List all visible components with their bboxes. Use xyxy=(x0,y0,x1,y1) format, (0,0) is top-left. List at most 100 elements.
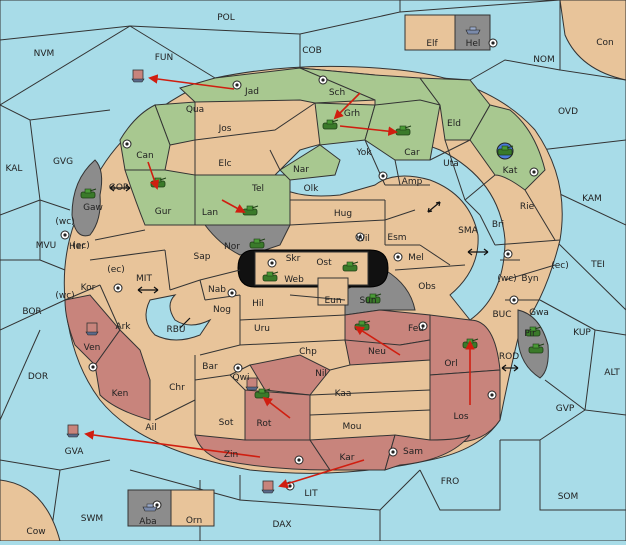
label-qua: Qua xyxy=(186,105,204,115)
label-gur: Gur xyxy=(155,207,172,217)
label-fro: FRO xyxy=(441,477,460,487)
label-rod: ROD xyxy=(499,352,519,362)
label-ark: Ark xyxy=(115,322,131,332)
label-coast-ec3: (ec) xyxy=(551,261,569,271)
label-nab: Nab xyxy=(208,285,226,295)
units xyxy=(66,26,545,512)
province-rot[interactable] xyxy=(244,389,311,441)
label-orn: Orn xyxy=(186,516,202,526)
movement-arrows-double xyxy=(109,184,519,372)
label-eun: Eun xyxy=(324,296,341,306)
map-labels: POL NVM FUN COB NOM Con Elf Hel KAL GVG … xyxy=(6,13,621,537)
label-gor: GOR xyxy=(109,183,129,193)
label-cob: COB xyxy=(302,46,322,56)
fleet-fun xyxy=(131,69,145,83)
label-kup: KUP xyxy=(573,328,591,338)
label-con: Con xyxy=(596,38,614,48)
label-nar: Nar xyxy=(293,165,309,175)
label-elc: Elc xyxy=(218,159,231,169)
label-som: SOM xyxy=(558,492,579,502)
label-bor: BOR xyxy=(22,307,41,317)
label-alt: ALT xyxy=(604,368,620,378)
label-ken: Ken xyxy=(112,389,129,399)
label-web: Web xyxy=(284,275,304,285)
label-jad: Jad xyxy=(244,87,259,97)
label-rot: Rot xyxy=(257,419,272,429)
province-ken[interactable] xyxy=(94,329,151,421)
label-sap: Sap xyxy=(194,252,211,262)
sea-rbu[interactable] xyxy=(145,294,212,341)
label-swm: SWM xyxy=(81,514,103,524)
label-dax: DAX xyxy=(272,520,291,530)
label-ail: Ail xyxy=(145,423,156,433)
province-can[interactable] xyxy=(119,104,171,171)
label-ost: Ost xyxy=(316,258,332,268)
label-pol: POL xyxy=(217,13,235,23)
label-kal: KAL xyxy=(6,164,23,174)
label-los: Los xyxy=(453,412,468,422)
label-gva: GVA xyxy=(65,447,85,457)
label-grh: Grh xyxy=(344,109,360,119)
label-nog: Nog xyxy=(213,305,231,315)
label-nor: Nor xyxy=(224,242,240,252)
label-coast-ec1: (ec) xyxy=(72,241,90,251)
label-pir: Pir xyxy=(524,329,536,339)
sea-sma[interactable] xyxy=(269,137,506,321)
label-hil: Hil xyxy=(252,299,264,309)
label-ovd: OVD xyxy=(558,107,578,117)
label-eld: Eld xyxy=(447,119,461,129)
label-her: Her xyxy=(69,242,85,252)
order-arrows xyxy=(84,74,475,489)
label-coast-wc2: (wc) xyxy=(55,291,74,301)
label-coast-ec2: (ec) xyxy=(107,265,125,275)
label-uru: Uru xyxy=(254,324,270,334)
province-sam[interactable] xyxy=(384,434,471,471)
label-kat: Kat xyxy=(503,166,518,176)
fleet-gva xyxy=(66,424,80,438)
label-feu: Feu xyxy=(408,324,424,334)
label-car: Car xyxy=(404,148,420,158)
label-sot: Sot xyxy=(219,418,234,428)
label-byn: Byn xyxy=(521,274,538,284)
province-nar[interactable] xyxy=(279,144,341,181)
label-can: Can xyxy=(136,151,154,161)
label-neu: Neu xyxy=(368,347,386,357)
province-elf[interactable] xyxy=(404,14,456,51)
label-hug: Hug xyxy=(334,209,352,219)
province-eun[interactable] xyxy=(317,277,349,306)
province-los[interactable] xyxy=(429,369,501,443)
label-kor: Kor xyxy=(81,283,96,293)
label-yok: Yok xyxy=(355,148,372,158)
label-esm: Esm xyxy=(387,233,406,243)
label-coast-wc3: (wc) xyxy=(497,274,516,284)
label-nil: Nil xyxy=(315,369,327,379)
province-neu[interactable] xyxy=(344,339,431,366)
province-nil[interactable] xyxy=(249,354,331,396)
province-nor[interactable] xyxy=(203,224,291,256)
label-lit: LIT xyxy=(304,489,318,499)
label-rbu: RBU xyxy=(166,325,185,335)
label-chp: Chp xyxy=(299,347,317,357)
label-fun: FUN xyxy=(155,53,174,63)
label-tel: Tel xyxy=(251,184,264,194)
fleet-lit xyxy=(261,480,275,494)
label-nom: NOM xyxy=(533,55,555,65)
label-hel: Hel xyxy=(466,39,481,49)
label-sam: Sam xyxy=(403,447,423,457)
label-tei: TEI xyxy=(590,260,605,270)
label-mou: Mou xyxy=(343,422,362,432)
label-gwa: Gwa xyxy=(529,308,549,318)
province-orn[interactable] xyxy=(170,489,215,527)
label-sch: Sch xyxy=(329,88,345,98)
label-gaw: Gaw xyxy=(83,203,103,213)
label-aba: Aba xyxy=(139,517,156,527)
label-gvp: GVP xyxy=(556,404,575,414)
label-kaa: Kaa xyxy=(335,389,352,399)
label-rie: Rie xyxy=(520,202,535,212)
label-gvg: GVG xyxy=(53,157,73,167)
label-buc: BUC xyxy=(492,310,511,320)
label-amp: Amp xyxy=(402,177,423,187)
label-kar: Kar xyxy=(340,453,355,463)
